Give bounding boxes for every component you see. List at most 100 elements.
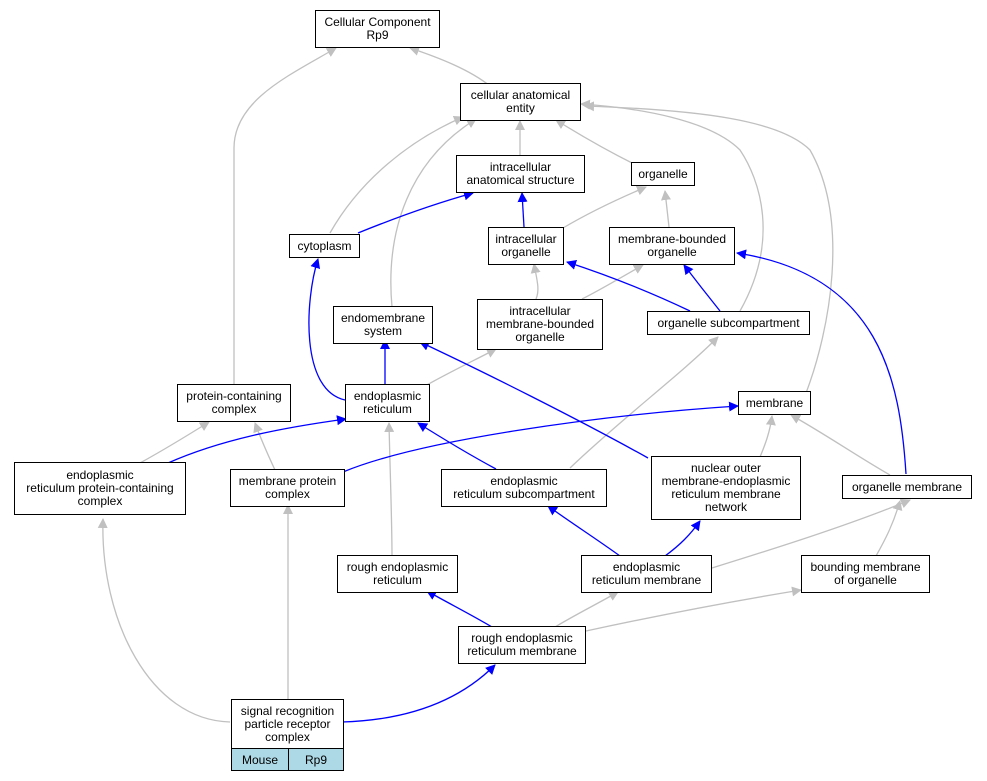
- edge: [661, 190, 671, 228]
- node-label: organelle membrane: [851, 479, 963, 494]
- edge: [341, 664, 496, 723]
- edge: [233, 47, 337, 386]
- edge: [329, 115, 464, 234]
- node-membrane-bounded-organelle[interactable]: membrane-bounded organelle: [609, 227, 735, 265]
- node-organelle[interactable]: organelle: [631, 162, 695, 186]
- node-label: cellular anatomical: [470, 88, 571, 102]
- node-label: Rp9: [366, 28, 389, 42]
- edge: [342, 401, 739, 473]
- edge: [253, 422, 276, 471]
- node-label: organelle: [515, 330, 565, 344]
- node-cellular-component-rp9[interactable]: Cellular Component Rp9: [315, 10, 440, 48]
- node-er-protein-containing-complex[interactable]: endoplasmic reticulum protein-containing…: [14, 462, 186, 515]
- edge: [390, 118, 477, 308]
- node-organelle-membrane[interactable]: organelle membrane: [842, 475, 972, 499]
- edge: [759, 415, 776, 458]
- node-cytoplasm[interactable]: cytoplasm: [289, 234, 360, 258]
- node-bounding-membrane-of-organelle[interactable]: bounding membrane of organelle: [801, 555, 930, 593]
- edge: [357, 190, 474, 234]
- node-intracellular-organelle[interactable]: intracellular organelle: [488, 227, 564, 265]
- edge: [97, 518, 231, 723]
- node-label: organelle: [638, 166, 688, 181]
- node-rough-endoplasmic-reticulum[interactable]: rough endoplasmic reticulum: [337, 555, 458, 593]
- legend-gene: Rp9: [288, 748, 344, 771]
- legend-gene-label: Rp9: [304, 752, 327, 767]
- node-label: of organelle: [834, 573, 897, 587]
- node-cellular-anatomical-entity[interactable]: cellular anatomical entity: [460, 83, 581, 121]
- node-rough-er-membrane[interactable]: rough endoplasmic reticulum membrane: [458, 626, 586, 664]
- node-membrane[interactable]: membrane: [738, 391, 811, 415]
- node-er-membrane[interactable]: endoplasmic reticulum membrane: [581, 555, 712, 593]
- edge: [417, 422, 497, 470]
- node-label: reticulum: [373, 573, 422, 587]
- edge: [547, 505, 621, 557]
- edge: [517, 192, 528, 228]
- node-label: system: [363, 324, 402, 338]
- edge: [419, 341, 649, 459]
- edge: [664, 520, 701, 557]
- node-label: signal recognition: [240, 703, 335, 718]
- node-label: endoplasmic: [353, 389, 422, 403]
- edge: [167, 415, 347, 464]
- edge: [736, 249, 907, 475]
- legend-organism-label: Mouse: [241, 752, 279, 767]
- edge: [426, 590, 493, 628]
- node-label: membrane-bounded: [617, 232, 727, 246]
- node-label: reticulum membrane: [467, 644, 577, 658]
- edge: [580, 99, 764, 312]
- edge: [409, 46, 491, 87]
- node-label: complex: [265, 487, 310, 501]
- node-intracellular-membrane-bounded-organelle[interactable]: intracellular membrane-bounded organelle: [477, 299, 603, 350]
- node-er-subcompartment[interactable]: endoplasmic reticulum subcompartment: [441, 469, 607, 507]
- edge: [555, 119, 635, 165]
- edge: [562, 185, 647, 229]
- edge: [711, 498, 911, 569]
- node-label: membrane: [745, 395, 804, 410]
- node-label: endoplasmic: [490, 474, 558, 488]
- edge: [569, 336, 719, 469]
- node-label: rough endoplasmic: [471, 631, 573, 645]
- node-label: membrane-endoplasmic: [661, 474, 791, 488]
- edge: [139, 421, 210, 464]
- node-nuclear-outer-membrane-er-network[interactable]: nuclear outer membrane-endoplasmic retic…: [651, 456, 801, 520]
- node-label: bounding membrane: [810, 560, 921, 574]
- node-endomembrane-system[interactable]: endomembrane system: [333, 306, 433, 344]
- node-label: particle receptor: [244, 716, 331, 731]
- node-label: reticulum: [363, 402, 412, 416]
- node-signal-recognition-particle-receptor-complex[interactable]: signal recognition particle receptor com…: [231, 699, 344, 749]
- node-label: endoplasmic: [66, 468, 134, 482]
- node-label: intracellular: [489, 160, 552, 174]
- edge: [566, 260, 691, 312]
- legend-organism: Mouse: [231, 748, 289, 771]
- edge: [581, 264, 644, 300]
- node-label: intracellular: [509, 304, 571, 318]
- node-label: organelle: [647, 245, 697, 259]
- node-membrane-protein-complex[interactable]: membrane protein complex: [230, 469, 345, 507]
- edge: [585, 586, 802, 632]
- node-label: endomembrane: [340, 311, 426, 325]
- node-label: membrane-bounded: [485, 317, 595, 331]
- edge: [683, 264, 721, 312]
- node-label: reticulum membrane: [591, 573, 702, 587]
- node-label: anatomical structure: [466, 173, 575, 187]
- edge: [790, 414, 891, 476]
- edge: [554, 591, 619, 628]
- node-label: protein-containing: [186, 389, 282, 403]
- node-label: complex: [77, 494, 123, 508]
- node-label: intracellular: [495, 232, 557, 246]
- node-endoplasmic-reticulum[interactable]: endoplasmic reticulum: [345, 384, 430, 422]
- node-label: reticulum membrane: [671, 487, 781, 501]
- edge: [530, 263, 541, 300]
- node-label: network: [704, 500, 748, 514]
- node-label: reticulum subcompartment: [453, 487, 595, 501]
- node-organelle-subcompartment[interactable]: organelle subcompartment: [647, 311, 810, 335]
- node-intracellular-anatomical-structure[interactable]: intracellular anatomical structure: [456, 155, 585, 193]
- node-label: endoplasmic: [612, 560, 681, 574]
- edge: [875, 500, 903, 557]
- edge: [424, 348, 497, 387]
- node-label: complex: [265, 729, 310, 744]
- node-label: organelle subcompartment: [657, 315, 800, 330]
- node-protein-containing-complex[interactable]: protein-containing complex: [177, 384, 291, 422]
- node-label: entity: [506, 101, 535, 115]
- edge: [308, 258, 346, 401]
